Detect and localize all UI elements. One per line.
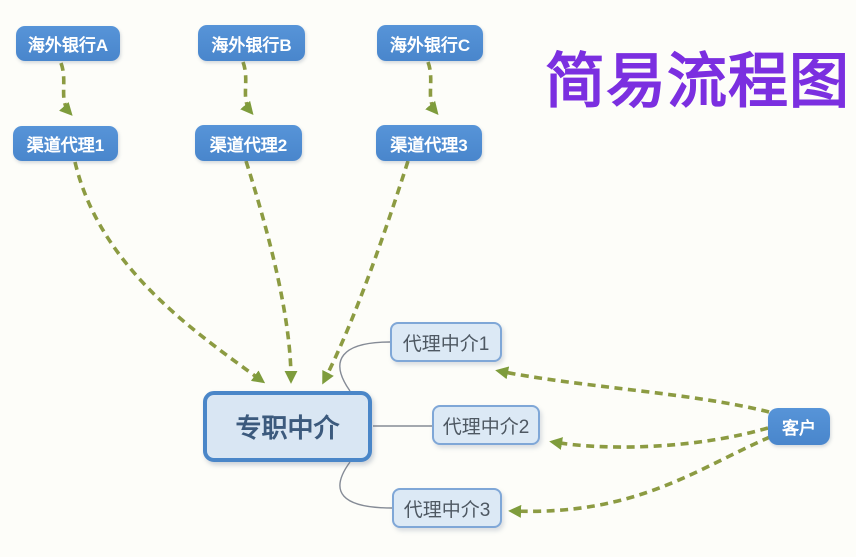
- edge-bank-b-channel-2: [240, 61, 254, 115]
- node-channel-agent-2: 渠道代理2: [195, 125, 302, 161]
- node-channel-agent-3: 渠道代理3: [376, 125, 482, 161]
- node-label: 代理中介1: [402, 333, 490, 355]
- node-overseas-bank-a: 海外银行A: [16, 26, 120, 61]
- node-overseas-bank-b: 海外银行B: [198, 25, 305, 61]
- node-overseas-bank-c: 海外银行C: [377, 25, 483, 61]
- edge-bank-c-channel-3: [425, 61, 439, 115]
- edge-customer-agent-2: [549, 426, 769, 450]
- diagram-title: 简易流程图: [545, 48, 850, 115]
- node-agent-intermediary-1: 代理中介1: [390, 322, 502, 362]
- node-label: 海外银行A: [27, 36, 109, 55]
- edge-bank-a-channel-1: [59, 62, 73, 116]
- edge-channel-2-main: [244, 160, 298, 384]
- edge-main-agent-3: [339, 461, 393, 509]
- edge-customer-agent-1: [495, 366, 770, 414]
- node-customer: 客户: [768, 408, 830, 445]
- node-label: 专职中介: [235, 413, 340, 443]
- node-label: 渠道代理2: [209, 135, 288, 155]
- node-agent-intermediary-2: 代理中介2: [432, 405, 540, 445]
- node-agent-intermediary-3: 代理中介3: [392, 488, 502, 528]
- edge-main-agent-1: [339, 341, 391, 392]
- node-label: 代理中介3: [403, 499, 491, 521]
- node-label: 海外银行C: [389, 35, 471, 55]
- edge-channel-1-main: [73, 161, 266, 384]
- node-label: 渠道代理3: [390, 135, 468, 155]
- node-label: 代理中介2: [442, 416, 530, 438]
- node-fulltime-intermediary: 专职中介: [203, 391, 372, 462]
- node-label: 渠道代理1: [26, 136, 105, 155]
- node-label: 海外银行B: [211, 35, 292, 55]
- node-channel-agent-1: 渠道代理1: [13, 126, 118, 161]
- edge-customer-agent-3: [508, 435, 771, 518]
- node-label: 客户: [782, 419, 816, 438]
